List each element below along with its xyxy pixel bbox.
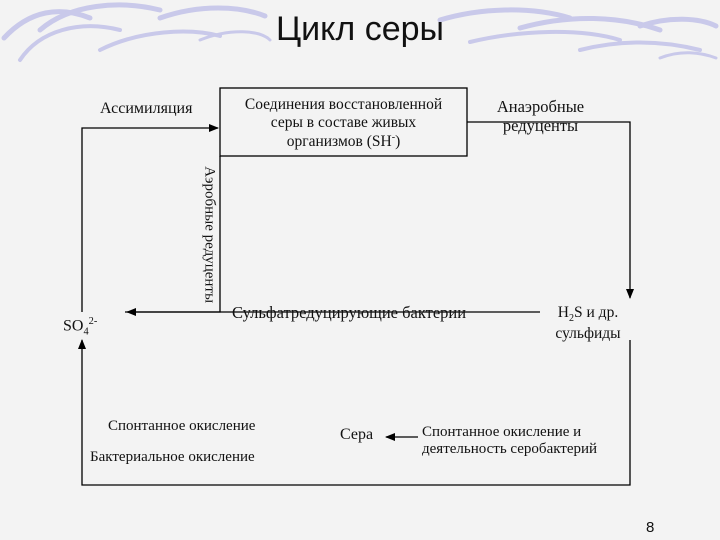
sh-formula: SH	[371, 132, 392, 150]
hydrogen-sulfide-label: H2S и др. сульфиды	[540, 304, 636, 342]
sulfur-label: Сера	[340, 426, 374, 443]
reduced-compounds-line3-prefix: организмов (	[286, 132, 372, 150]
reduced-compounds-line2: серы в составе живых	[270, 113, 417, 131]
spontaneous-oxidation-right-line1: Спонтанное окисление и	[422, 424, 582, 440]
sulfides-line: сульфиды	[555, 324, 621, 342]
anaerobic-reducers-arrow	[467, 121, 634, 299]
anaerobic-reducers-line1: Анаэробные	[496, 97, 585, 116]
bacterial-oxidation-label: Бактериальное окисление	[90, 449, 255, 465]
reduced-compounds-label: Соединения восстановленной серы в состав…	[220, 96, 467, 151]
spontaneous-oxidation-right-line2: деятельность серобактерий	[422, 441, 598, 458]
sulfate-sub: 4	[83, 326, 89, 338]
page-number: 8	[646, 519, 655, 536]
slide-title: Цикл серы	[276, 10, 444, 48]
spontaneous-oxidation-right-label: Спонтанное окисление и деятельность серо…	[422, 424, 597, 459]
h2s-rest: S и др.	[574, 304, 619, 321]
reduced-compounds-line1: Соединения восстановленной	[244, 96, 443, 113]
sh-charge: -	[391, 131, 396, 143]
anaerobic-reducers-line2: редуценты	[502, 115, 579, 135]
reduced-compounds-line3-suffix: )	[395, 132, 401, 150]
sulfate-sup: 2-	[88, 316, 98, 327]
sulfate-base: SO	[63, 317, 84, 335]
sulfate-label: SO42-	[63, 316, 97, 338]
sulfate-reducing-bacteria-label: Сульфатредуцирующие бактерии	[232, 303, 467, 322]
aerobic-reducers-label: Аэробные редуценты	[201, 166, 218, 304]
anaerobic-reducers-label: Анаэробные редуценты	[478, 97, 603, 136]
h2s-sub: 2	[568, 313, 575, 325]
oxidation-return-arrow	[78, 339, 631, 486]
h2s-h: H	[557, 304, 569, 321]
assimilation-label: Ассимиляция	[100, 100, 193, 117]
assimilation-arrow	[81, 124, 219, 312]
spontaneous-oxidation-left-label: Спонтанное окисление	[108, 418, 256, 434]
